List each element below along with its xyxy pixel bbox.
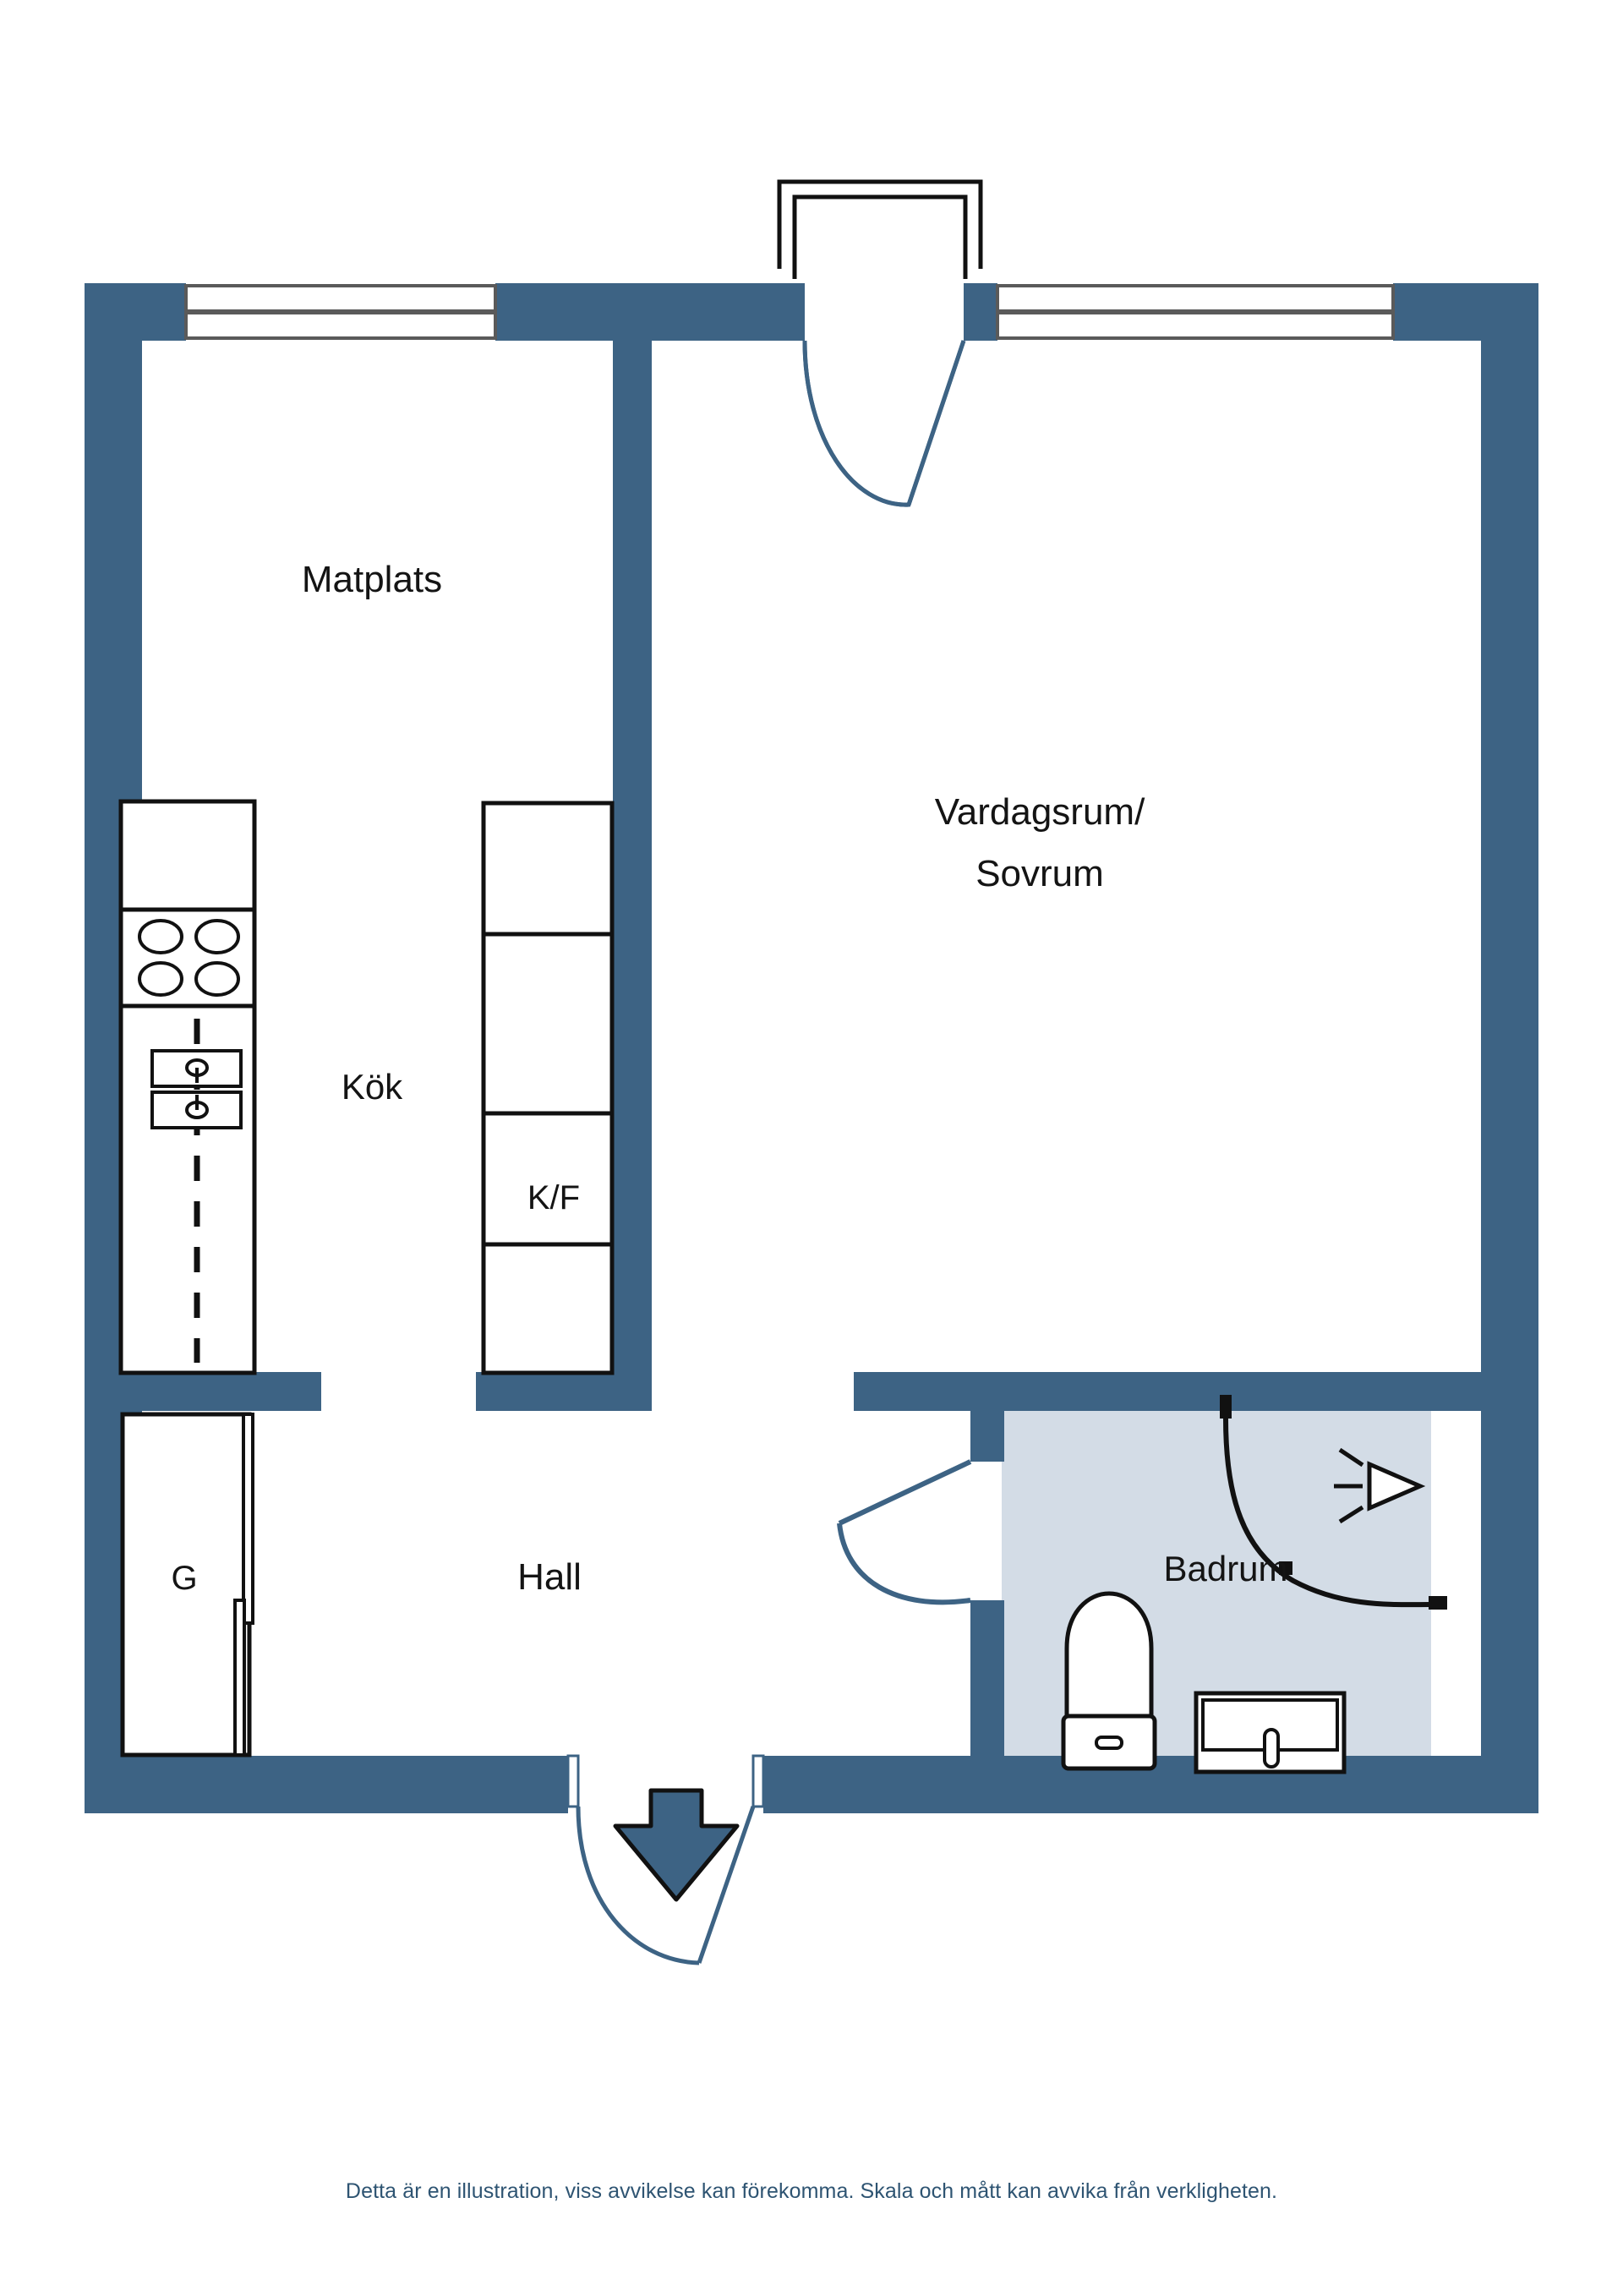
wall-badrum-west-upper bbox=[970, 1372, 1004, 1462]
balcony-door-frame-inner bbox=[792, 194, 968, 279]
label-badrum: Badrum bbox=[1163, 1549, 1287, 1588]
stove bbox=[118, 907, 257, 1009]
wardrobe-slide-door-upper[interactable] bbox=[242, 1413, 254, 1625]
entrance-arrow bbox=[613, 1788, 740, 1902]
fridge-freezer-column bbox=[481, 801, 615, 1375]
kf-section-bottom bbox=[481, 1242, 615, 1375]
kf-section-lower-mid bbox=[481, 1111, 615, 1247]
entrance-arrow-icon bbox=[613, 1788, 740, 1902]
wall-east bbox=[1481, 283, 1538, 1813]
label-hall: Hall bbox=[517, 1556, 582, 1598]
window-pane-outer bbox=[996, 284, 1395, 313]
label-vardagsrum: Vardagsrum/ bbox=[935, 791, 1145, 833]
stove-burner bbox=[138, 961, 183, 997]
fixture-labels: K/F G bbox=[171, 1179, 580, 1597]
kf-section-top bbox=[481, 801, 615, 937]
balcony-door-arc bbox=[802, 340, 910, 507]
label-kok: Kök bbox=[342, 1067, 403, 1107]
wall-balcony-jamb-left bbox=[786, 283, 805, 341]
wardrobe-slide-door-lower[interactable] bbox=[233, 1599, 246, 1757]
shower-hose-anchor-end bbox=[1429, 1596, 1447, 1610]
shower-hose bbox=[1223, 1418, 1431, 1608]
footer-disclaimer: Detta är en illustration, viss avvikelse… bbox=[345, 2179, 1278, 2203]
bathroom-door-swing-arc bbox=[837, 1522, 971, 1605]
wall-badrum-top bbox=[854, 1372, 1538, 1411]
wall-kf-bottom bbox=[476, 1372, 652, 1411]
wall-north-mid bbox=[495, 283, 786, 341]
window-pane-inner bbox=[996, 311, 1395, 340]
entrance-door[interactable] bbox=[566, 1754, 765, 1965]
stove-burner bbox=[138, 919, 183, 954]
wall-kok-bottom bbox=[85, 1372, 321, 1411]
balcony-door[interactable] bbox=[777, 179, 983, 507]
wall-badrum-west-lower bbox=[970, 1600, 1004, 1813]
hall-wardrobe bbox=[120, 1412, 254, 1758]
stove-burner bbox=[194, 919, 240, 954]
wall-balcony-jamb-right bbox=[964, 283, 997, 341]
windows bbox=[184, 284, 1395, 340]
shower-spray-line bbox=[1338, 1505, 1364, 1524]
balcony-door-leaf bbox=[906, 340, 966, 506]
shower-spray-line bbox=[1338, 1447, 1364, 1468]
label-garderob: G bbox=[171, 1560, 197, 1597]
shower-hose-anchor-top bbox=[1220, 1395, 1232, 1419]
label-sovrum: Sovrum bbox=[975, 853, 1104, 894]
room-labels: Matplats Kök Vardagsrum/ Sovrum Hall Bad… bbox=[302, 559, 1288, 1598]
toilet-flush-button bbox=[1095, 1736, 1123, 1750]
shower-hose-joint bbox=[1279, 1561, 1292, 1575]
entrance-jamb-right bbox=[751, 1754, 765, 1808]
stove-burner bbox=[194, 961, 240, 997]
wall-interior-vertical bbox=[613, 341, 652, 1380]
label-matplats: Matplats bbox=[302, 559, 442, 600]
upper-cabinet bbox=[118, 799, 257, 912]
entrance-jamb-left bbox=[566, 1754, 580, 1808]
balcony-door-frame-outer bbox=[777, 179, 983, 269]
window-pane-outer bbox=[184, 284, 497, 313]
kitchen-counter-run bbox=[118, 799, 257, 1375]
bathroom-door[interactable] bbox=[837, 1459, 972, 1605]
window-vardagsrum bbox=[996, 284, 1395, 340]
bathroom-door-leaf bbox=[838, 1459, 972, 1526]
window-matplats bbox=[184, 284, 497, 340]
toilet-bowl bbox=[1064, 1591, 1154, 1720]
wall-south-left bbox=[85, 1756, 568, 1813]
kf-section-upper-mid bbox=[481, 932, 615, 1116]
bathroom-fixtures bbox=[1061, 1395, 1447, 1774]
entrance-door-swing-arc bbox=[576, 1806, 700, 1965]
window-pane-inner bbox=[184, 311, 497, 340]
label-kyl-frys: K/F bbox=[527, 1179, 580, 1216]
walls bbox=[85, 283, 1538, 1813]
shower-head-icon bbox=[1367, 1461, 1426, 1512]
washbasin-faucet bbox=[1263, 1728, 1280, 1768]
entrance-door-leaf bbox=[697, 1806, 756, 1964]
